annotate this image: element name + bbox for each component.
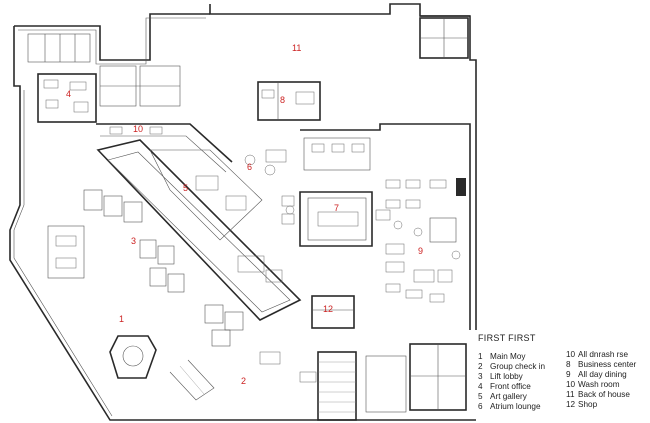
room-number-4: 4 (66, 89, 71, 99)
room-number-2: 2 (241, 376, 246, 386)
room-number-3: 3 (131, 236, 136, 246)
lounge-7 (281, 191, 391, 247)
dining-area (300, 123, 471, 330)
lift-spine (83, 139, 302, 347)
top-left-core (27, 33, 181, 107)
lower-core (317, 343, 467, 421)
room-numbers: 11 4 8 10 6 5 7 3 9 12 1 2 (66, 43, 423, 386)
room-number-9: 9 (418, 246, 423, 256)
room-number-10: 10 (133, 124, 143, 134)
room-number-1: 1 (119, 314, 124, 324)
main-lobby (47, 225, 317, 401)
room-number-11: 11 (292, 43, 301, 53)
room-number-7: 7 (334, 203, 339, 213)
atrium-lounge (149, 149, 295, 283)
room-number-8: 8 (280, 95, 285, 105)
business-center (257, 81, 321, 121)
room-number-12: 12 (323, 304, 333, 314)
room-number-6: 6 (247, 162, 252, 172)
front-office (37, 73, 97, 123)
room-number-5: 5 (183, 183, 188, 193)
shop (311, 295, 355, 329)
legend-title: FIRST FIRST (478, 333, 536, 343)
washroom (96, 123, 233, 173)
